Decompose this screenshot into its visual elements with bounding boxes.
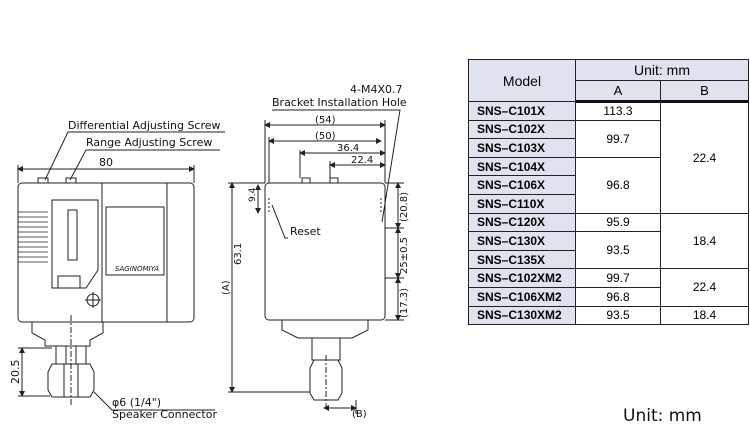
model-cell: SNS–C102X <box>468 119 576 140</box>
dim-B: (B) <box>352 409 367 420</box>
fitting-height-dim: 20.5 <box>9 360 22 385</box>
model-cell: SNS–C104X <box>468 156 576 177</box>
table-row: SNS–C103X <box>468 138 749 158</box>
width-dim: 80 <box>99 156 113 169</box>
col-a-header: A <box>575 80 661 103</box>
a-cell: 99.7 <box>575 268 661 288</box>
a-cell: 99.7 <box>575 119 661 158</box>
model-cell: SNS–C106X <box>468 175 576 195</box>
a-cell: 95.9 <box>575 212 661 233</box>
unit-header: Unit: mm <box>575 59 749 81</box>
front-view: SAGINOMIYA <box>17 131 225 411</box>
differential-screw-label: Differential Adjusting Screw <box>68 119 221 132</box>
model-cell: SNS–C110X <box>468 193 576 214</box>
dim-36-4: 36.4 <box>337 143 359 154</box>
dim-25: 25±0.5 <box>399 237 410 274</box>
model-cell: SNS–C101X <box>468 101 576 121</box>
model-cell: SNS–C106XM2 <box>468 286 576 307</box>
b-cell: 18.4 <box>660 212 749 270</box>
dim-54: (54) <box>315 115 336 126</box>
model-cell: SNS–C135X <box>468 249 576 270</box>
dim-A: (A) <box>221 280 232 295</box>
model-cell: SNS–C130XM2 <box>468 305 576 326</box>
unit-note: Unit: mm <box>623 406 702 426</box>
dim-22-4: 22.4 <box>351 155 373 166</box>
side-view <box>228 109 404 414</box>
col-b-header: B <box>660 80 749 103</box>
range-screw-label: Range Adjusting Screw <box>86 136 212 149</box>
reset-label: Reset <box>290 225 321 238</box>
model-header: Model <box>468 59 576 102</box>
b-cell: 22.4 <box>660 101 749 214</box>
dim-63-1: 63.1 <box>233 243 244 265</box>
brand-logo: SAGINOMIYA <box>115 265 159 273</box>
a-cell: 93.5 <box>575 305 661 326</box>
dim-50: (50) <box>315 131 336 142</box>
table-row: SNS–C135X <box>468 249 749 270</box>
connector-label: Speaker Connector <box>112 408 217 421</box>
a-cell: 96.8 <box>575 286 661 307</box>
dim-17-3: (17.3) <box>399 288 410 318</box>
model-cell: SNS–C102XM2 <box>468 268 576 288</box>
a-cell: 96.8 <box>575 156 661 214</box>
dim-9-4: 9.4 <box>248 187 258 202</box>
b-cell: 18.4 <box>660 305 749 326</box>
b-cell: 22.4 <box>660 268 749 307</box>
hole-spec-label: 4-M4X0.7 <box>350 83 403 96</box>
connector-size-label: φ6 (1/4") <box>112 396 161 409</box>
hole-label: Bracket Installation Hole <box>272 96 407 109</box>
a-cell: 113.3 <box>575 101 661 121</box>
model-cell: SNS–C130X <box>468 231 576 251</box>
table-row: SNS–C110X <box>468 193 749 214</box>
dim-20-8: (20.8) <box>399 192 410 222</box>
model-cell: SNS–C103X <box>468 138 576 158</box>
a-cell: 93.5 <box>575 231 661 270</box>
model-cell: SNS–C120X <box>468 212 576 233</box>
